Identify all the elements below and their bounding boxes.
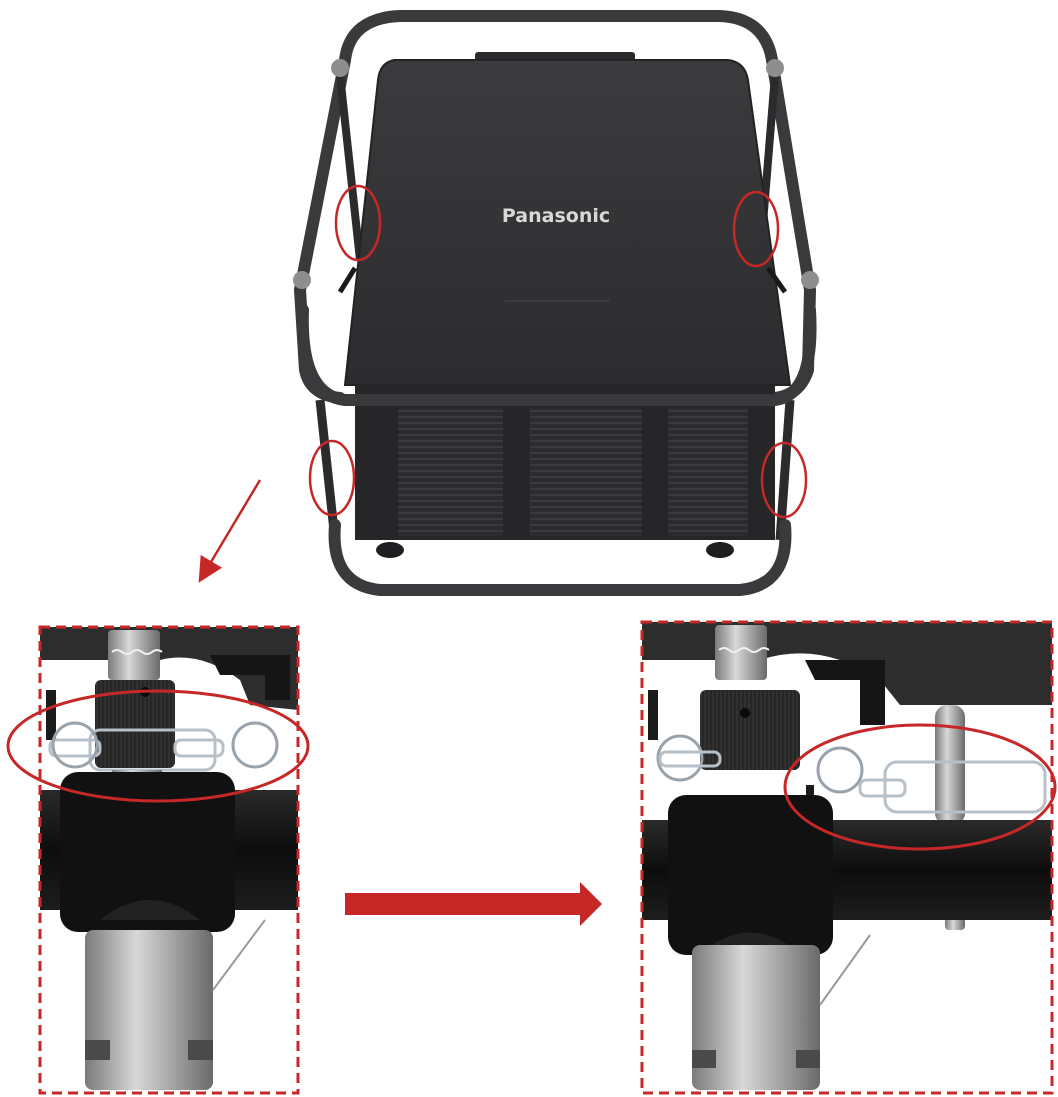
strut-left-front xyxy=(315,399,340,541)
vent-grille-left xyxy=(398,408,503,536)
lower-cylinder-after xyxy=(692,945,820,1090)
bolt-front-right xyxy=(801,271,819,289)
adjust-knob xyxy=(95,680,175,768)
frame-bolts xyxy=(293,59,819,289)
panel-border-after xyxy=(640,620,1054,1095)
side-post-left xyxy=(46,690,56,740)
bolt-back-left xyxy=(331,59,349,77)
clip-remnant xyxy=(656,734,722,782)
vent-grille-right xyxy=(668,408,748,536)
wire-clip xyxy=(48,721,279,772)
cylinder-slot-right xyxy=(188,1040,213,1060)
tube-clamp-after xyxy=(668,795,833,955)
brand-logo: Panasonic xyxy=(502,205,610,227)
bracket xyxy=(210,655,290,700)
cylinder-slot-left xyxy=(85,1040,110,1060)
tether-wire-after xyxy=(819,934,871,1006)
tether-wire xyxy=(212,919,266,991)
spring-coil xyxy=(111,649,163,655)
tube-clamp xyxy=(60,772,235,932)
latch-right xyxy=(765,266,788,294)
projector-assembly: Panasonic xyxy=(293,10,819,596)
detail-arrow-icon xyxy=(198,479,262,583)
side-post-after xyxy=(648,690,658,740)
vent-grille-center xyxy=(530,408,642,536)
mount-plate xyxy=(40,627,298,710)
projector-top-surface xyxy=(343,59,792,386)
frame-back-rail xyxy=(339,10,778,66)
callout-upper-right xyxy=(732,190,780,268)
knob-hole-after xyxy=(740,708,750,718)
callout-lower-right xyxy=(760,441,808,519)
bolt-back-right xyxy=(766,59,784,77)
slot-left-after xyxy=(692,1050,716,1068)
detail-panel-before xyxy=(6,625,310,1095)
top-pin-after xyxy=(715,625,767,680)
lower-cylinder xyxy=(85,930,213,1090)
transition-arrow-icon xyxy=(345,882,602,926)
bracket-after xyxy=(805,660,885,725)
overview-callouts xyxy=(308,184,808,519)
panel-border-before xyxy=(38,625,300,1095)
foot-left xyxy=(376,542,404,558)
adjust-knob-after xyxy=(700,690,800,770)
callout-lower-left xyxy=(308,439,356,517)
frame-front-rail xyxy=(328,519,792,596)
bolt-front-left xyxy=(293,271,311,289)
foot-right xyxy=(706,542,734,558)
slot-right-after xyxy=(796,1050,820,1068)
highlight-after xyxy=(783,723,1057,851)
release-pin-body xyxy=(935,705,965,825)
highlight-before xyxy=(6,689,310,803)
spring-coil-after xyxy=(718,647,770,653)
frame-upper-front-rail xyxy=(296,304,817,406)
latch-left xyxy=(337,266,358,294)
detail-panel-after xyxy=(640,620,1057,1095)
callout-upper-left xyxy=(334,184,382,262)
strut-left-back xyxy=(336,74,364,261)
top-pin xyxy=(108,630,160,680)
clamp-curve xyxy=(100,900,200,920)
